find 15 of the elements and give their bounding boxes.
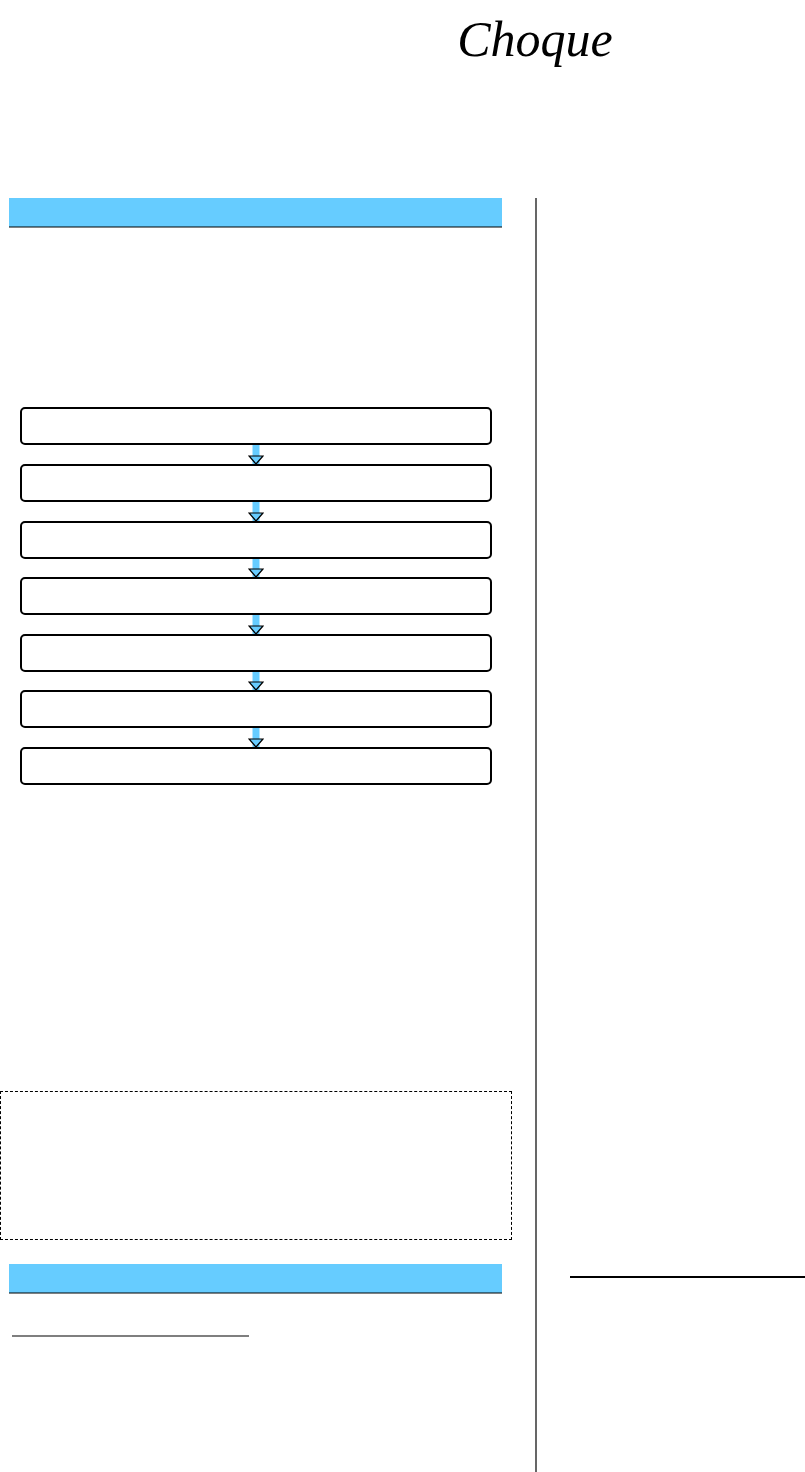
dashed-note-box: [0, 1091, 512, 1240]
step-box: [20, 521, 492, 559]
step-box: [20, 464, 492, 502]
arrow: [248, 728, 264, 748]
step-box: [20, 634, 492, 672]
arrow: [248, 502, 264, 522]
step-box: [20, 577, 492, 615]
step-box: [20, 747, 492, 785]
step-box: [20, 690, 492, 728]
title: Choque: [456, 10, 614, 68]
step-box: [20, 407, 492, 445]
arrow: [248, 615, 264, 635]
arrow: [248, 445, 264, 465]
arrow: [248, 559, 264, 578]
arrow: [248, 672, 264, 691]
